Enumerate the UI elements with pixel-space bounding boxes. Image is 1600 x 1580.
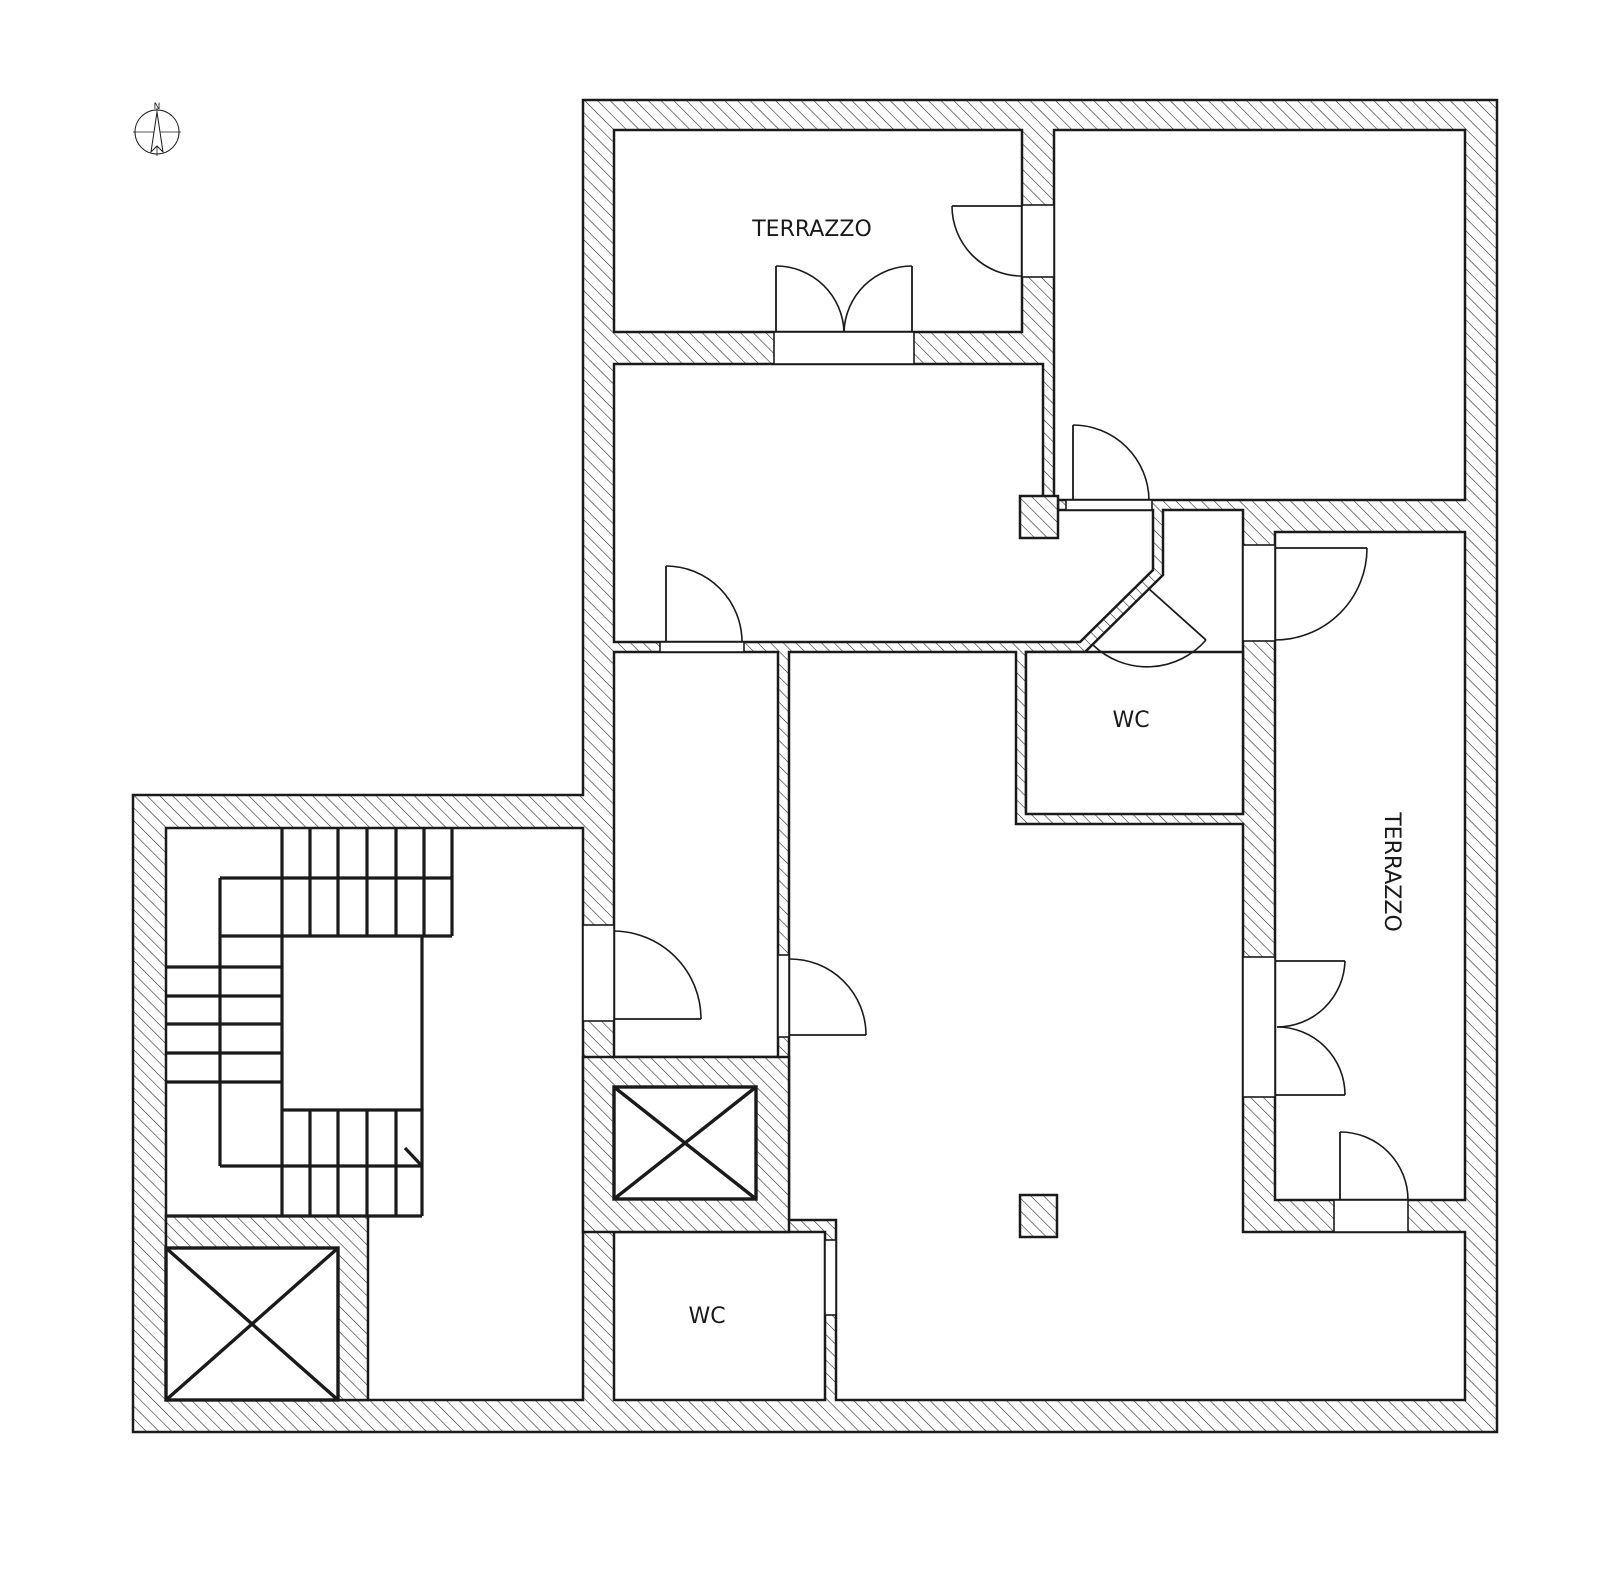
opening-terrazzo-double bbox=[773, 331, 915, 365]
wall-stub bbox=[1018, 494, 1060, 540]
door-terrazzo-east-double bbox=[1275, 960, 1346, 1096]
label-wc-upper: WC bbox=[1112, 708, 1149, 733]
label-wc-lower: WC bbox=[688, 1304, 725, 1329]
room-north-east bbox=[1052, 128, 1467, 502]
door-ne-west bbox=[951, 205, 1023, 277]
north-label: N bbox=[154, 102, 161, 112]
opening-terrazzo-east-upper bbox=[1242, 544, 1276, 642]
door-ne-south bbox=[1072, 424, 1150, 501]
door-stair-east bbox=[613, 930, 702, 1020]
staircase bbox=[166, 828, 454, 1218]
room-wc-upper bbox=[1024, 650, 1245, 816]
room-main-hall bbox=[787, 650, 1467, 1402]
opening-central-south bbox=[659, 641, 745, 653]
room-terrazzo-east bbox=[1273, 530, 1467, 1202]
door-terrazzo-east-upper bbox=[1274, 547, 1368, 641]
wall-pillar bbox=[1018, 1193, 1059, 1239]
opening-stair-east bbox=[582, 924, 615, 1022]
door-terrazzo-east-bottom bbox=[1339, 1131, 1409, 1201]
north-compass-icon: N bbox=[133, 102, 181, 156]
opening-terrazzo-east-bottom bbox=[1333, 1199, 1409, 1233]
opening-ne-south bbox=[1065, 499, 1153, 511]
shaft-lower bbox=[164, 1246, 340, 1402]
door-wc-upper bbox=[1092, 587, 1207, 668]
opening-ne-west bbox=[1021, 204, 1055, 278]
door-narrow-east bbox=[788, 958, 867, 1036]
door-central-south bbox=[665, 565, 743, 643]
door-terrazzo-north-double bbox=[775, 265, 913, 333]
shaft-upper bbox=[612, 1085, 758, 1201]
label-terrazzo-north: TERRAZZO bbox=[751, 217, 872, 242]
room-terrazzo-north bbox=[612, 128, 1024, 334]
opening-narrow-east bbox=[777, 954, 790, 1038]
label-terrazzo-east: TERRAZZO bbox=[1379, 811, 1404, 932]
opening-terrazzo-east-double bbox=[1242, 956, 1276, 1098]
opening-wc-lower-east bbox=[824, 1239, 837, 1316]
room-corridor-narrow bbox=[612, 650, 780, 1059]
